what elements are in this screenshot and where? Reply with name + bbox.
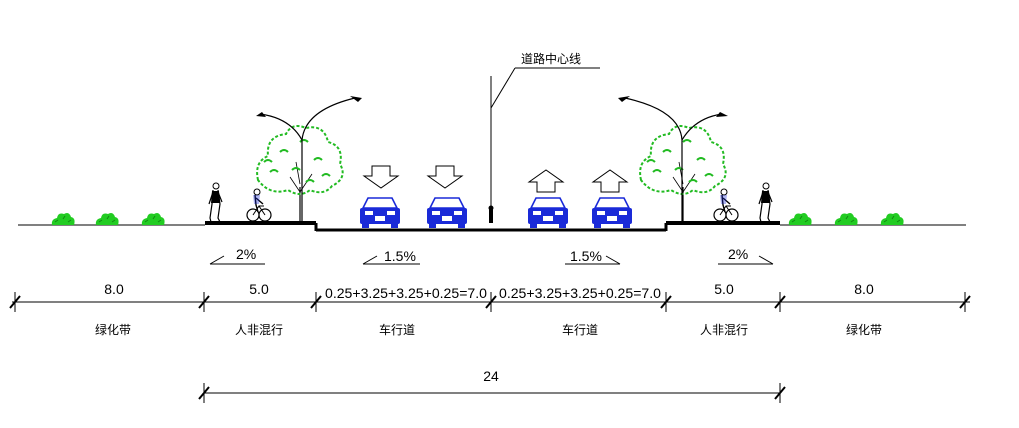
dim-left-green: 8.0 [104, 281, 124, 297]
slope-label-right-road: 1.5% [570, 248, 602, 264]
zone-right-green: 绿化带 [846, 322, 882, 337]
dim-total: 24 [483, 368, 499, 384]
total-dimension-line [198, 383, 786, 403]
arrow-up-icon [528, 169, 564, 193]
shrubs-left [51, 212, 166, 226]
car-icon [527, 197, 569, 229]
arrow-up-icon [592, 169, 628, 193]
pedestrian-icon [208, 182, 223, 223]
zone-right-road: 车行道 [562, 322, 598, 337]
street-light-icon [618, 96, 728, 222]
car-icon [359, 197, 401, 229]
car-icon [591, 197, 633, 229]
zone-left-road: 车行道 [379, 322, 415, 337]
car-icon [426, 197, 468, 229]
zone-left-walk: 人非混行 [235, 323, 283, 337]
slope-label-right-walk: 2% [728, 246, 748, 262]
tree-icon [256, 125, 344, 223]
slope-indicators [209, 255, 774, 265]
shrubs-right [788, 212, 905, 226]
centerline-marker [488, 67, 600, 223]
dimension-line [9, 292, 971, 312]
dim-right-green: 8.0 [854, 281, 874, 297]
dim-left-walk: 5.0 [249, 281, 269, 297]
centerline-label: 道路中心线 [521, 51, 581, 66]
street-light-icon [256, 96, 362, 222]
dim-right-road: 0.25+3.25+3.25+0.25=7.0 [499, 285, 661, 301]
slope-label-left-road: 1.5% [384, 248, 416, 264]
cyclist-icon [246, 188, 272, 222]
pedestrian-icon [758, 182, 773, 223]
zone-left-green: 绿化带 [95, 322, 131, 337]
cyclist-icon [713, 188, 739, 222]
dim-right-walk: 5.0 [714, 281, 734, 297]
zone-right-walk: 人非混行 [700, 323, 748, 337]
arrow-down-icon [363, 165, 399, 189]
slope-label-left-walk: 2% [236, 246, 256, 262]
arrow-down-icon [427, 165, 463, 189]
dim-left-road: 0.25+3.25+3.25+0.25=7.0 [325, 285, 487, 301]
tree-icon [639, 125, 727, 223]
